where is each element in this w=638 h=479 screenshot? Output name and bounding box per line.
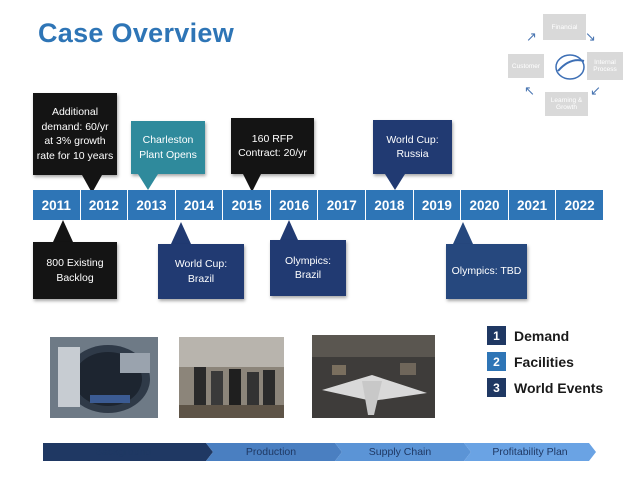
nav-segment-profitability [464, 443, 596, 461]
timeline-year: 2018 [366, 190, 414, 220]
callout-olympics-brazil: Olympics: Brazil [270, 240, 346, 296]
legend-item-world-events: 3 World Events [487, 378, 603, 397]
callout-pointer [53, 220, 73, 242]
callout-pointer [82, 175, 102, 193]
legend-label: Facilities [514, 353, 574, 370]
timeline-year: 2017 [318, 190, 367, 220]
legend-number: 3 [487, 378, 506, 397]
legend-label: Demand [514, 327, 570, 344]
timeline-year: 2021 [508, 190, 557, 220]
timeline-year: 2019 [413, 190, 462, 220]
callout-charleston: Charleston Plant Opens [131, 121, 205, 174]
assembly-line-photo [312, 335, 435, 418]
timeline-year: 2022 [556, 190, 603, 220]
cycle-arrow-icon: ↗ [526, 29, 537, 44]
callout-pointer [385, 174, 405, 190]
legend-label: World Events [514, 379, 604, 396]
callout-pointer [453, 222, 473, 244]
cycle-customer: Customer [508, 54, 544, 78]
callout-olympics-tbd: Olympics: TBD [446, 244, 527, 299]
callout-pointer [243, 174, 261, 192]
callout-rfp: 160 RFP Contract: 20/yr [231, 118, 314, 174]
nav-item-production[interactable]: Production [245, 446, 297, 458]
cycle-learning-growth: Learning & Growth [545, 92, 588, 116]
callout-additional-demand: Additional demand: 60/yr at 3% growth ra… [33, 93, 117, 175]
fuselage-photo [50, 337, 158, 418]
callout-pointer [171, 222, 191, 244]
legend-number: 1 [487, 326, 506, 345]
timeline-year: 2013 [128, 190, 176, 220]
timeline-year: 2011 [33, 190, 81, 220]
callout-backlog: 800 Existing Backlog [33, 242, 117, 299]
callout-worldcup-russia: World Cup: Russia [373, 120, 452, 174]
cycle-arrow-icon: ↘ [585, 29, 596, 44]
cycle-financial: Financial [543, 14, 586, 40]
timeline-year: 2020 [461, 190, 509, 220]
nav-item-supply-chain[interactable]: Supply Chain [368, 446, 432, 458]
legend-number: 2 [487, 352, 506, 371]
timeline-year: 2014 [175, 190, 224, 220]
cycle-internal-process: Internal Process [587, 52, 623, 80]
groundbreaking-photo [179, 337, 284, 418]
timeline-year: 2016 [270, 190, 319, 220]
legend-item-facilities: 2 Facilities [487, 352, 574, 371]
legend-item-demand: 1 Demand [487, 326, 569, 345]
cycle-arrow-icon: ↖ [524, 83, 535, 98]
timeline-year: 2015 [223, 190, 271, 220]
nav-segment-background [43, 443, 213, 461]
callout-worldcup-brazil: World Cup: Brazil [158, 244, 244, 299]
callout-pointer [280, 220, 298, 240]
callout-pointer [138, 174, 158, 190]
cycle-arrow-icon: ↙ [590, 83, 601, 98]
nav-item-background[interactable]: Background [94, 446, 152, 458]
timeline-year: 2012 [80, 190, 129, 220]
boeing-logo-icon [555, 54, 585, 80]
nav-segment-supply-chain [335, 443, 471, 461]
section-nav: Background Production Supply Chain Profi… [43, 443, 596, 461]
nav-item-profitability-plan[interactable]: Profitability Plan [492, 446, 568, 458]
nav-segment-production [206, 443, 342, 461]
page-title: Case Overview [38, 18, 235, 48]
